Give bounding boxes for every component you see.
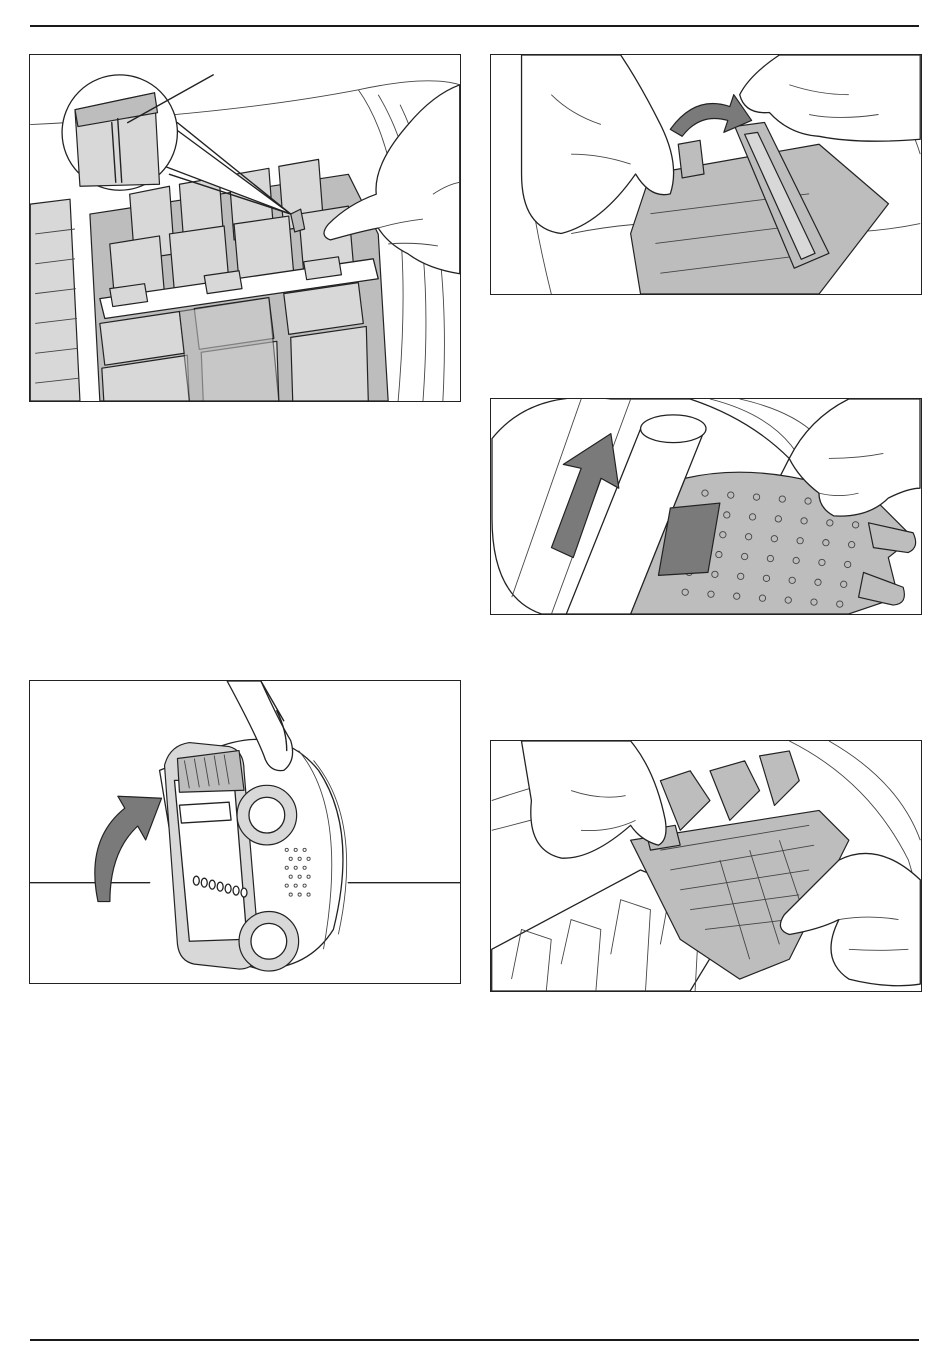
illustration-brush-fitting bbox=[491, 399, 921, 614]
illustration-brush-installation bbox=[491, 741, 921, 991]
cleaner-unit bbox=[160, 739, 347, 971]
clip-tab bbox=[678, 140, 704, 178]
header-rule bbox=[30, 25, 919, 27]
figure-brush-blade-detail bbox=[29, 54, 461, 402]
brush-body bbox=[90, 159, 388, 401]
lower-wheel bbox=[239, 911, 299, 971]
footer-rule bbox=[30, 1339, 919, 1341]
left-brush-wheel bbox=[30, 199, 80, 401]
figure-unit-rotation bbox=[29, 680, 461, 984]
illustration-brush-removal bbox=[491, 55, 921, 294]
figure-brush-fitting bbox=[490, 398, 922, 615]
curved-arrow-icon bbox=[95, 796, 162, 901]
figure-brush-installation bbox=[490, 740, 922, 992]
magnifier-callout bbox=[62, 75, 291, 214]
illustration-brush-blade-detail bbox=[30, 55, 460, 401]
figure-brush-removal bbox=[490, 54, 922, 295]
upper-wheel bbox=[237, 785, 297, 845]
illustration-unit-rotation bbox=[30, 681, 460, 983]
